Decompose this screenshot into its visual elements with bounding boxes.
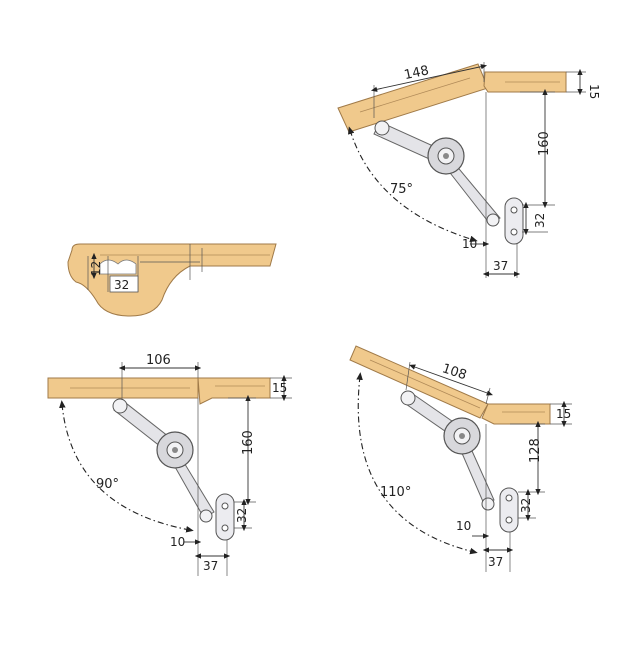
dim-37-right: 37 xyxy=(488,555,503,569)
angle-label-110: 110° xyxy=(380,485,411,500)
dim-37-top: 37 xyxy=(493,259,508,273)
angle-label-75: 75° xyxy=(390,182,413,197)
dim-37-left: 37 xyxy=(203,559,218,573)
pivot-icon xyxy=(400,390,416,406)
diagram-110-degree: 110° 108 15 128 32 10 37 xyxy=(349,345,572,572)
dim-32-right: 32 xyxy=(519,498,533,513)
dim-128: 128 xyxy=(528,438,543,463)
detail-hinge-cup xyxy=(99,259,137,275)
pivot-icon xyxy=(112,398,128,414)
mounting-plate-90 xyxy=(215,493,235,541)
dim-10-right: 10 xyxy=(456,519,471,533)
dim-160-top: 160 xyxy=(537,131,552,156)
dim-32-detail: 32 xyxy=(114,278,129,292)
dim-32-left: 32 xyxy=(235,508,249,523)
cabinet-top-90 xyxy=(197,377,271,405)
diagram-75-degree: 75° 148 15 160 32 10 37 xyxy=(337,62,601,278)
angle-label-90: 90° xyxy=(96,477,119,492)
dim-10-top: 10 xyxy=(462,237,477,251)
dim-148: 148 xyxy=(403,63,430,83)
cabinet-top-110 xyxy=(481,403,551,425)
mounting-plate-110 xyxy=(499,487,519,533)
detail-side-view: 12 32 xyxy=(67,243,277,317)
diagram-90-degree: 90° 106 15 160 32 10 37 xyxy=(47,353,292,576)
dim-160-left: 160 xyxy=(241,430,256,455)
dim-32-top: 32 xyxy=(533,213,547,228)
dim-15-right: 15 xyxy=(556,407,571,421)
dim-106: 106 xyxy=(146,353,171,368)
dim-15-left: 15 xyxy=(272,381,287,395)
dim-15-top: 15 xyxy=(587,84,601,99)
dim-10-left: 10 xyxy=(170,535,185,549)
dim-108: 108 xyxy=(440,361,468,383)
pivot-icon xyxy=(374,120,390,136)
mounting-plate-75 xyxy=(504,197,524,245)
dim-12-detail: 12 xyxy=(89,261,103,276)
